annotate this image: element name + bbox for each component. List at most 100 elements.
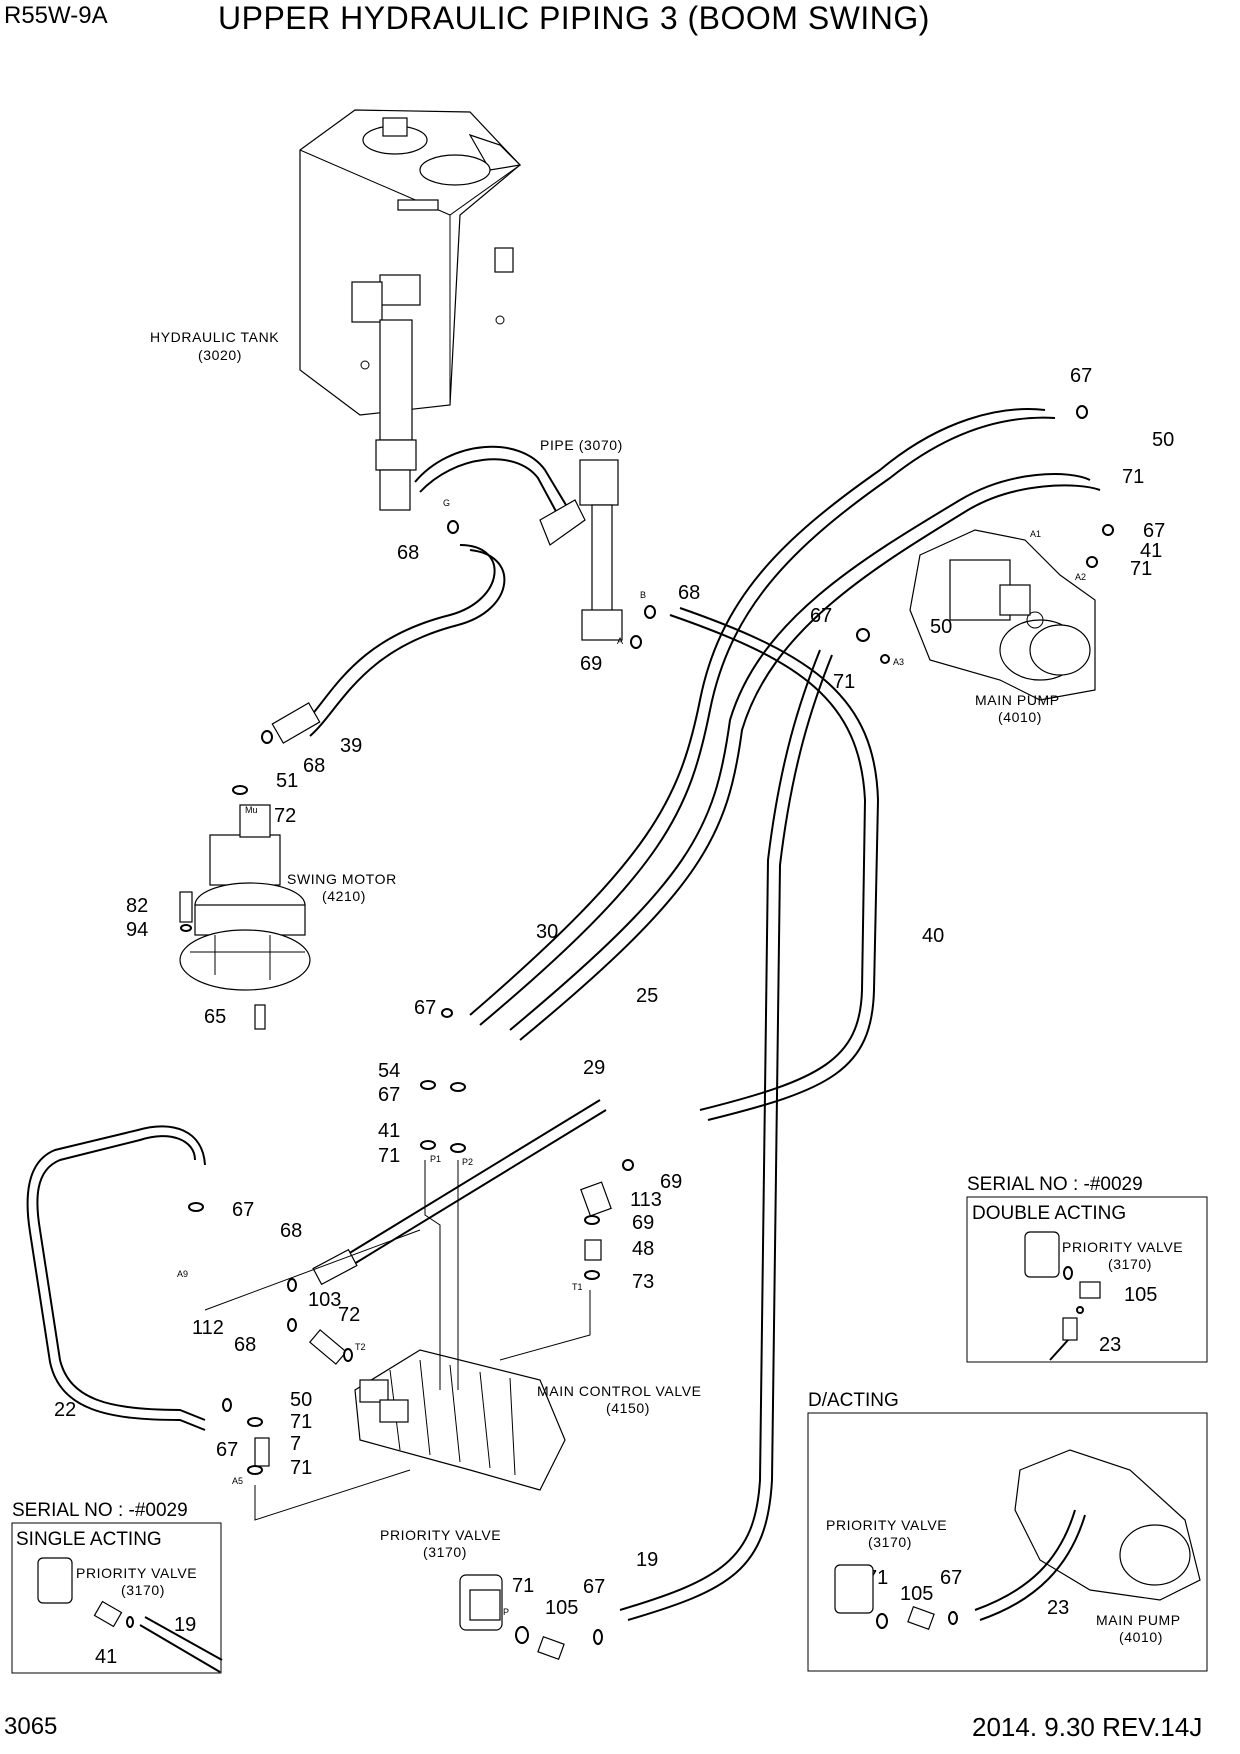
svg-text:67: 67: [1070, 365, 1092, 387]
main-pump-label: MAIN PUMP: [975, 692, 1060, 708]
svg-text:68: 68: [303, 755, 325, 777]
single-acting-inset: [11, 1522, 222, 1674]
svg-text:51: 51: [276, 770, 298, 792]
svg-text:50: 50: [1152, 429, 1174, 451]
svg-text:41: 41: [378, 1120, 400, 1142]
svg-text:A2: A2: [1075, 572, 1086, 582]
mcv-label: MAIN CONTROL VALVE: [537, 1383, 702, 1399]
svg-text:67: 67: [1143, 520, 1165, 542]
svg-text:23: 23: [1047, 1597, 1069, 1619]
hose-25: [509, 473, 1091, 1031]
svg-text:7: 7: [290, 1433, 301, 1455]
svg-text:67: 67: [810, 605, 832, 627]
svg-text:67: 67: [414, 997, 436, 1019]
swing-motor-code: (4210): [322, 888, 366, 904]
svg-text:103: 103: [308, 1289, 341, 1311]
svg-text:48: 48: [632, 1238, 654, 1260]
svg-text:A1: A1: [1030, 529, 1041, 539]
hose-19: [619, 649, 821, 1611]
priority-valve-drawing: [459, 1574, 503, 1631]
hydraulic-tank-drawing: [299, 109, 522, 511]
double-acting-title: DOUBLE ACTING: [972, 1203, 1126, 1224]
page-number: 3065: [4, 1713, 58, 1740]
d-acting-title: D/ACTING: [808, 1390, 899, 1411]
svg-text:71: 71: [512, 1575, 534, 1597]
svg-text:105: 105: [900, 1583, 933, 1605]
mcv-code: (4150): [606, 1400, 650, 1416]
pipe-label: PIPE (3070): [540, 437, 623, 453]
svg-text:P1: P1: [430, 1154, 441, 1164]
main-pump-code: (4010): [998, 709, 1042, 725]
model-number: R55W-9A: [4, 2, 108, 29]
svg-text:67: 67: [940, 1567, 962, 1589]
svg-text:25: 25: [636, 985, 658, 1007]
svg-text:Mu: Mu: [245, 805, 258, 815]
o-rings: [180, 405, 1114, 1645]
svg-text:105: 105: [1124, 1284, 1157, 1306]
svg-text:94: 94: [126, 919, 148, 941]
svg-text:72: 72: [274, 805, 296, 827]
svg-text:68: 68: [397, 542, 419, 564]
svg-text:71: 71: [1122, 466, 1144, 488]
svg-text:54: 54: [378, 1060, 400, 1082]
hydraulic-tank-code: (3020): [198, 347, 242, 363]
svg-text:71: 71: [290, 1411, 312, 1433]
swing-motor-drawing: [179, 804, 311, 991]
svg-text:112: 112: [192, 1317, 224, 1339]
svg-text:B: B: [640, 590, 646, 600]
revision-date: 2014. 9.30 REV.14J: [972, 1712, 1203, 1742]
svg-text:A: A: [617, 636, 623, 646]
hydraulic-tank-label: HYDRAULIC TANK: [150, 329, 279, 345]
svg-text:T1: T1: [572, 1282, 583, 1292]
svg-text:19: 19: [636, 1549, 658, 1571]
d-acting-valve-code: (3170): [868, 1534, 912, 1550]
priority-valve-label: PRIORITY VALVE: [380, 1527, 501, 1543]
svg-text:67: 67: [232, 1199, 254, 1221]
svg-text:65: 65: [204, 1006, 226, 1028]
main-pump-drawing: [909, 529, 1096, 701]
pipe-3070-drawing: [414, 445, 623, 641]
svg-text:71: 71: [1130, 558, 1152, 580]
svg-text:72: 72: [338, 1304, 360, 1326]
priority-valve-code: (3170): [423, 1544, 467, 1560]
swing-motor-label: SWING MOTOR: [287, 871, 397, 887]
main-control-valve-drawing: [354, 1349, 566, 1491]
single-acting-valve-label: PRIORITY VALVE: [76, 1565, 197, 1581]
double-acting-inset: [966, 1196, 1208, 1363]
svg-text:71: 71: [833, 671, 855, 693]
svg-text:41: 41: [1140, 540, 1162, 562]
svg-text:105: 105: [545, 1597, 578, 1619]
svg-text:G: G: [443, 498, 450, 508]
svg-text:68: 68: [234, 1334, 256, 1356]
svg-text:68: 68: [678, 582, 700, 604]
hose-30: [469, 408, 1046, 1016]
svg-text:A5: A5: [232, 1476, 243, 1486]
svg-text:71: 71: [290, 1457, 312, 1479]
svg-text:T2: T2: [355, 1342, 366, 1352]
svg-text:P2: P2: [462, 1157, 473, 1167]
svg-text:22: 22: [54, 1399, 76, 1421]
single-acting-title: SINGLE ACTING: [16, 1529, 162, 1550]
svg-text:30: 30: [536, 921, 558, 943]
callout-numbers: 67 50 71 67 41 71 68 69 67 50 71 68 39 5…: [54, 365, 1174, 1668]
svg-text:41: 41: [95, 1646, 117, 1668]
single-acting-serial: SERIAL NO : -#0029: [12, 1500, 188, 1521]
svg-text:23: 23: [1099, 1334, 1121, 1356]
double-acting-valve-code: (3170): [1108, 1256, 1152, 1272]
hose-40: [669, 614, 867, 1111]
svg-text:82: 82: [126, 895, 148, 917]
svg-text:71: 71: [378, 1145, 400, 1167]
svg-text:69: 69: [632, 1212, 654, 1234]
svg-text:40: 40: [922, 925, 944, 947]
svg-text:113: 113: [630, 1189, 662, 1211]
svg-text:39: 39: [340, 735, 362, 757]
svg-text:A3: A3: [893, 657, 904, 667]
svg-text:P: P: [503, 1607, 509, 1617]
double-acting-serial: SERIAL NO : -#0029: [967, 1174, 1143, 1195]
svg-text:67: 67: [216, 1439, 238, 1461]
svg-text:68: 68: [280, 1220, 302, 1242]
d-acting-pump-label: MAIN PUMP: [1096, 1612, 1181, 1628]
svg-text:A9: A9: [177, 1269, 188, 1279]
svg-text:69: 69: [660, 1171, 682, 1193]
